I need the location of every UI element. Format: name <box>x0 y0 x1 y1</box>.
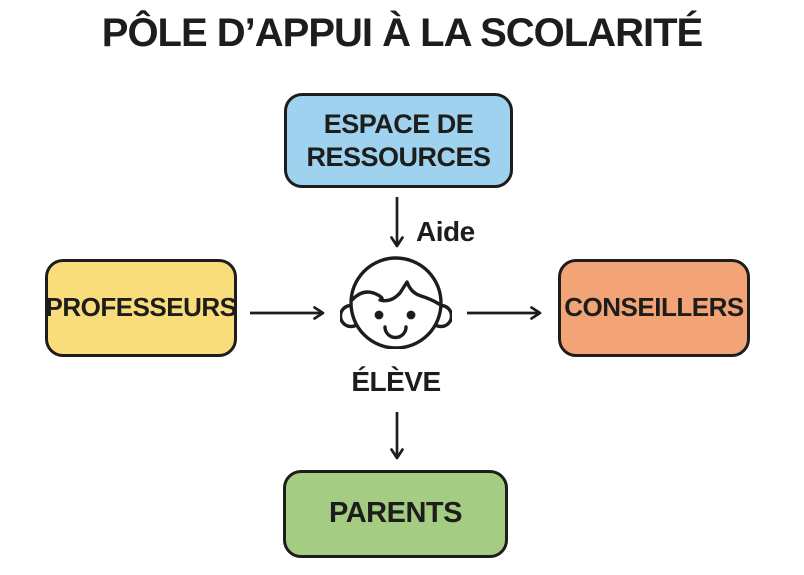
edge-label-aide: Aide <box>416 216 475 247</box>
eye-left <box>374 310 384 320</box>
node-eleve-label: ÉLÈVE <box>351 366 441 397</box>
node-espace-de-ressources: ESPACE DE RESSOURCES <box>284 93 513 188</box>
node-conseillers-label: CONSEILLERS <box>564 292 744 323</box>
node-espace-de-ressources-label: ESPACE DE RESSOURCES <box>306 108 491 172</box>
node-parents: PARENTS <box>283 470 508 558</box>
mouth-smile <box>383 325 408 340</box>
node-parents-label: PARENTS <box>329 497 462 530</box>
child-face-icon <box>340 256 452 349</box>
head <box>349 256 443 349</box>
node-conseillers: CONSEILLERS <box>558 259 750 357</box>
hair-fringe <box>350 280 441 306</box>
page-title: PÔLE D’APPUI À LA SCOLARITÉ <box>101 11 703 55</box>
node-professeurs: PROFESSEURS <box>45 259 237 357</box>
eye-right <box>406 310 416 320</box>
node-professeurs-label: PROFESSEURS <box>45 292 238 323</box>
